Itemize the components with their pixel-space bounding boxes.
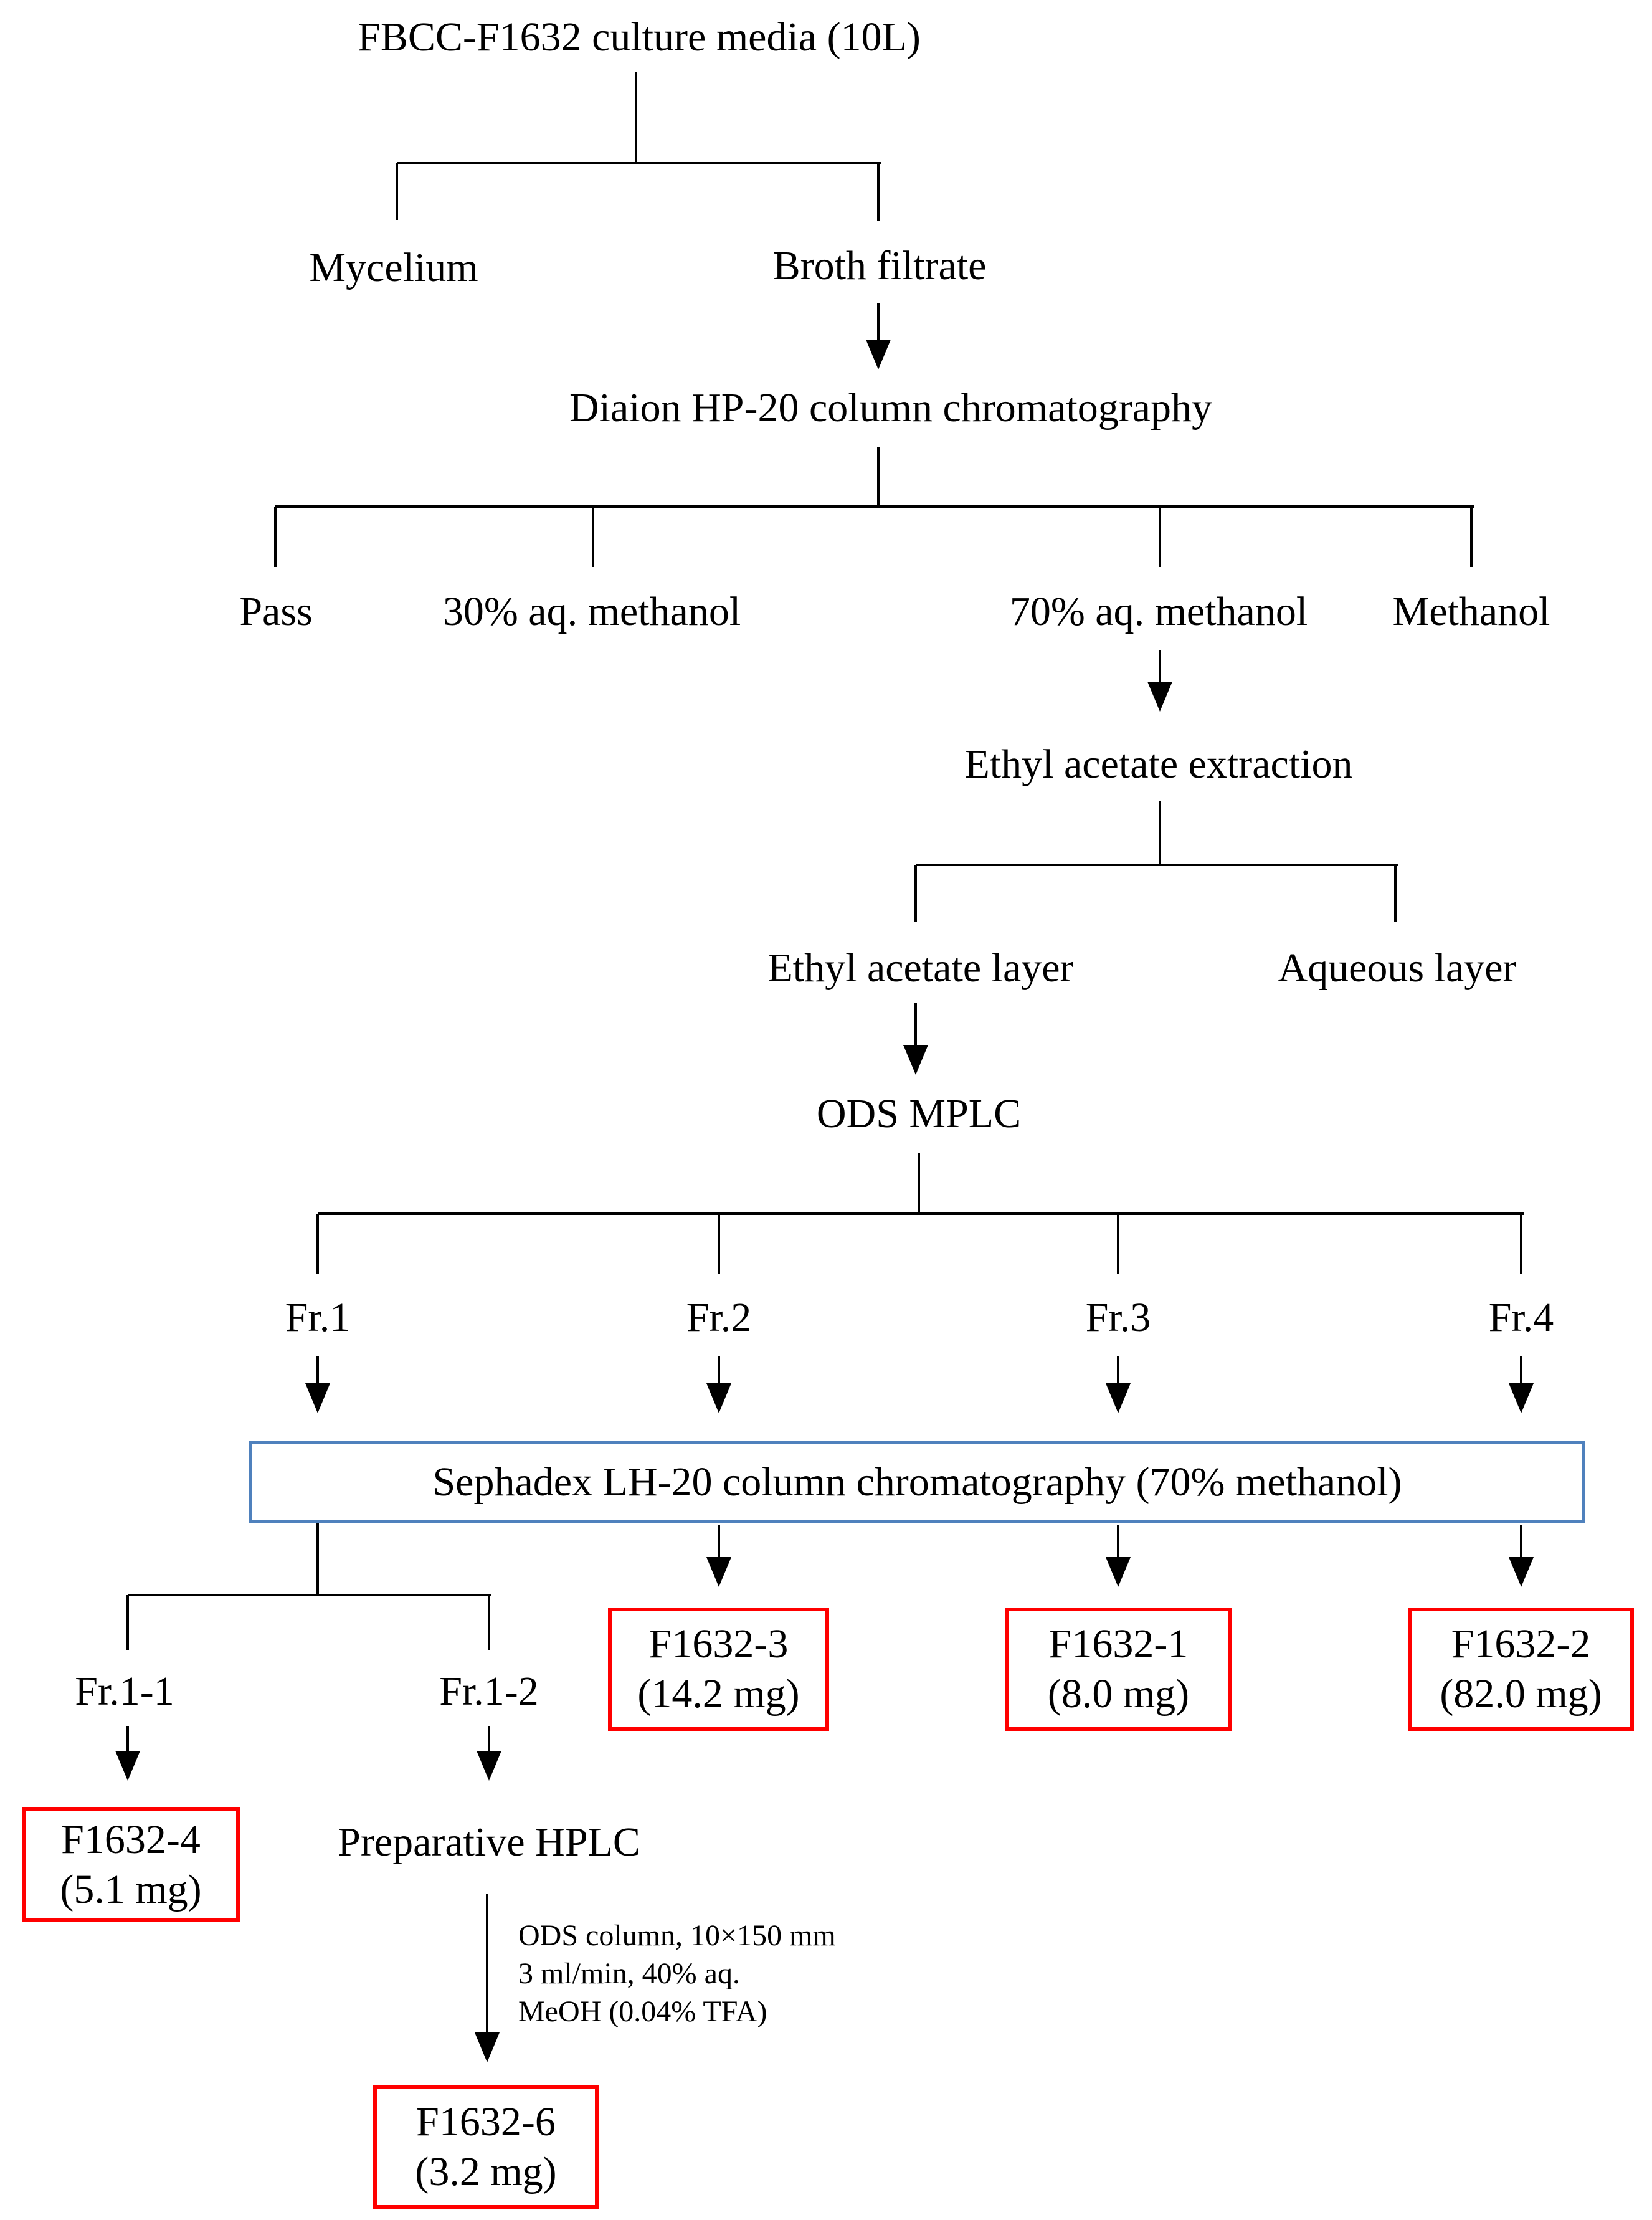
connector-branch-1: [397, 162, 881, 164]
connector-mplc-stem: [918, 1153, 920, 1214]
compound-name: F1632-4: [61, 1816, 201, 1862]
compound-box-f1632-3: F1632-3 (14.2 mg): [608, 1608, 829, 1731]
node-diaion-hp20: Diaion HP-20 column chromatography: [569, 385, 1212, 431]
connector-branch-1-right-stub: [877, 163, 880, 221]
node-70-aq-methanol: 70% aq. methanol: [1009, 589, 1308, 634]
arrow-broth-to-diaion-line: [877, 303, 880, 341]
arrow-sephadex-to-f1632-1-line: [1117, 1525, 1119, 1559]
arrow-meoh70-to-extraction-line: [1159, 650, 1161, 685]
connector-branch-2-stub-methanol: [1470, 507, 1473, 567]
arrow-fr1-1-to-f1632-4-head: [115, 1751, 140, 1781]
node-fr2: Fr.2: [686, 1295, 752, 1340]
connector-branch-2: [275, 505, 1474, 508]
hplc-condition-line-3: MeOH (0.04% TFA): [518, 1995, 767, 2028]
connector-branch-3-stub-ea: [914, 865, 917, 922]
connector-branch-2-stub-pass: [274, 507, 277, 567]
node-ods-mplc: ODS MPLC: [816, 1091, 1022, 1136]
arrow-sephadex-to-f1632-3-line: [718, 1525, 720, 1559]
hplc-condition-line-1: ODS column, 10×150 mm: [518, 1919, 836, 1952]
connector-branch-1-left-stub: [396, 163, 398, 220]
connector-branch-3-stub-aq: [1394, 865, 1397, 922]
arrow-fr4-to-sephadex-line: [1520, 1356, 1522, 1385]
arrow-sephadex-to-f1632-3-head: [706, 1557, 731, 1587]
arrow-ea-to-mplc-line: [914, 1003, 917, 1047]
arrow-ea-to-mplc-head: [903, 1045, 928, 1075]
compound-name: F1632-3: [648, 1621, 789, 1667]
sephadex-box-label: Sephadex LH-20 column chromatography (70…: [432, 1459, 1402, 1505]
connector-branch-4-stub-fr1: [316, 1214, 319, 1274]
arrow-fr1-to-sephadex-head: [305, 1383, 330, 1413]
arrow-meoh70-to-extraction-head: [1147, 682, 1172, 712]
arrow-fr1-2-to-hplc-line: [488, 1726, 490, 1753]
compound-amount: (3.2 mg): [415, 2149, 557, 2194]
connector-fr1-stem: [316, 1523, 319, 1595]
compound-name: F1632-6: [416, 2099, 556, 2145]
node-mycelium: Mycelium: [309, 245, 478, 290]
arrow-fr3-to-sephadex-head: [1106, 1383, 1131, 1413]
node-ethyl-acetate-extraction: Ethyl acetate extraction: [964, 741, 1353, 787]
node-culture-media: FBCC-F1632 culture media (10L): [358, 14, 921, 60]
compound-amount: (14.2 mg): [637, 1671, 800, 1717]
node-fr1-1: Fr.1-1: [75, 1669, 174, 1714]
node-fr1: Fr.1: [285, 1295, 351, 1340]
compound-box-f1632-2: F1632-2 (82.0 mg): [1408, 1608, 1634, 1731]
node-fr1-2: Fr.1-2: [439, 1669, 539, 1714]
arrow-broth-to-diaion-head: [866, 340, 891, 369]
compound-box-f1632-1: F1632-1 (8.0 mg): [1005, 1608, 1232, 1731]
connector-branch-4-stub-fr2: [718, 1214, 720, 1274]
connector-diaion-stem: [877, 447, 880, 507]
compound-box-f1632-4: F1632-4 (5.1 mg): [22, 1807, 240, 1922]
connector-branch-4-stub-fr3: [1117, 1214, 1119, 1274]
node-fr4: Fr.4: [1488, 1295, 1554, 1340]
node-ethyl-acetate-layer: Ethyl acetate layer: [767, 945, 1074, 991]
connector-branch-4: [318, 1212, 1524, 1215]
arrow-fr1-2-to-hplc-head: [477, 1751, 501, 1781]
arrow-sephadex-to-f1632-2-line: [1520, 1525, 1522, 1559]
node-fr3: Fr.3: [1085, 1295, 1151, 1340]
connector-branch-5: [128, 1594, 491, 1596]
compound-amount: (8.0 mg): [1047, 1671, 1190, 1717]
arrow-fr2-to-sephadex-head: [706, 1383, 731, 1413]
compound-name: F1632-1: [1048, 1621, 1189, 1667]
connector-branch-5-stub-fr1-1: [126, 1595, 129, 1650]
node-methanol: Methanol: [1392, 589, 1550, 634]
arrow-hplc-to-f1632-6-head: [475, 2032, 500, 2062]
node-30-aq-methanol: 30% aq. methanol: [442, 589, 741, 634]
arrow-fr2-to-sephadex-line: [718, 1356, 720, 1385]
connector-branch-5-stub-fr1-2: [488, 1595, 490, 1650]
arrow-sephadex-to-f1632-2-head: [1509, 1557, 1534, 1587]
compound-name: F1632-2: [1451, 1621, 1591, 1667]
connector-branch-2-stub-meoh30: [592, 507, 594, 567]
compound-box-f1632-6: F1632-6 (3.2 mg): [373, 2085, 599, 2209]
connector-branch-3: [916, 864, 1398, 866]
hplc-condition-line-2: 3 ml/min, 40% aq.: [518, 1957, 740, 1990]
arrow-fr1-1-to-f1632-4-line: [126, 1726, 129, 1753]
node-aqueous-layer: Aqueous layer: [1278, 945, 1517, 991]
arrow-fr1-to-sephadex-line: [316, 1356, 319, 1385]
node-broth-filtrate: Broth filtrate: [772, 243, 987, 288]
compound-amount: (82.0 mg): [1440, 1671, 1602, 1717]
arrow-sephadex-to-f1632-1-head: [1106, 1557, 1131, 1587]
node-preparative-hplc: Preparative HPLC: [338, 1819, 640, 1865]
connector-branch-2-stub-meoh70: [1159, 507, 1161, 567]
connector-extraction-stem: [1159, 801, 1161, 865]
arrow-fr3-to-sephadex-line: [1117, 1356, 1119, 1385]
arrow-fr4-to-sephadex-head: [1509, 1383, 1534, 1413]
arrow-hplc-to-f1632-6-line: [486, 1894, 488, 2034]
compound-amount: (5.1 mg): [60, 1866, 202, 1912]
node-pass: Pass: [239, 589, 313, 634]
sephadex-box: Sephadex LH-20 column chromatography (70…: [249, 1441, 1585, 1523]
connector-title-stem: [635, 72, 637, 163]
connector-branch-4-stub-fr4: [1520, 1214, 1522, 1274]
